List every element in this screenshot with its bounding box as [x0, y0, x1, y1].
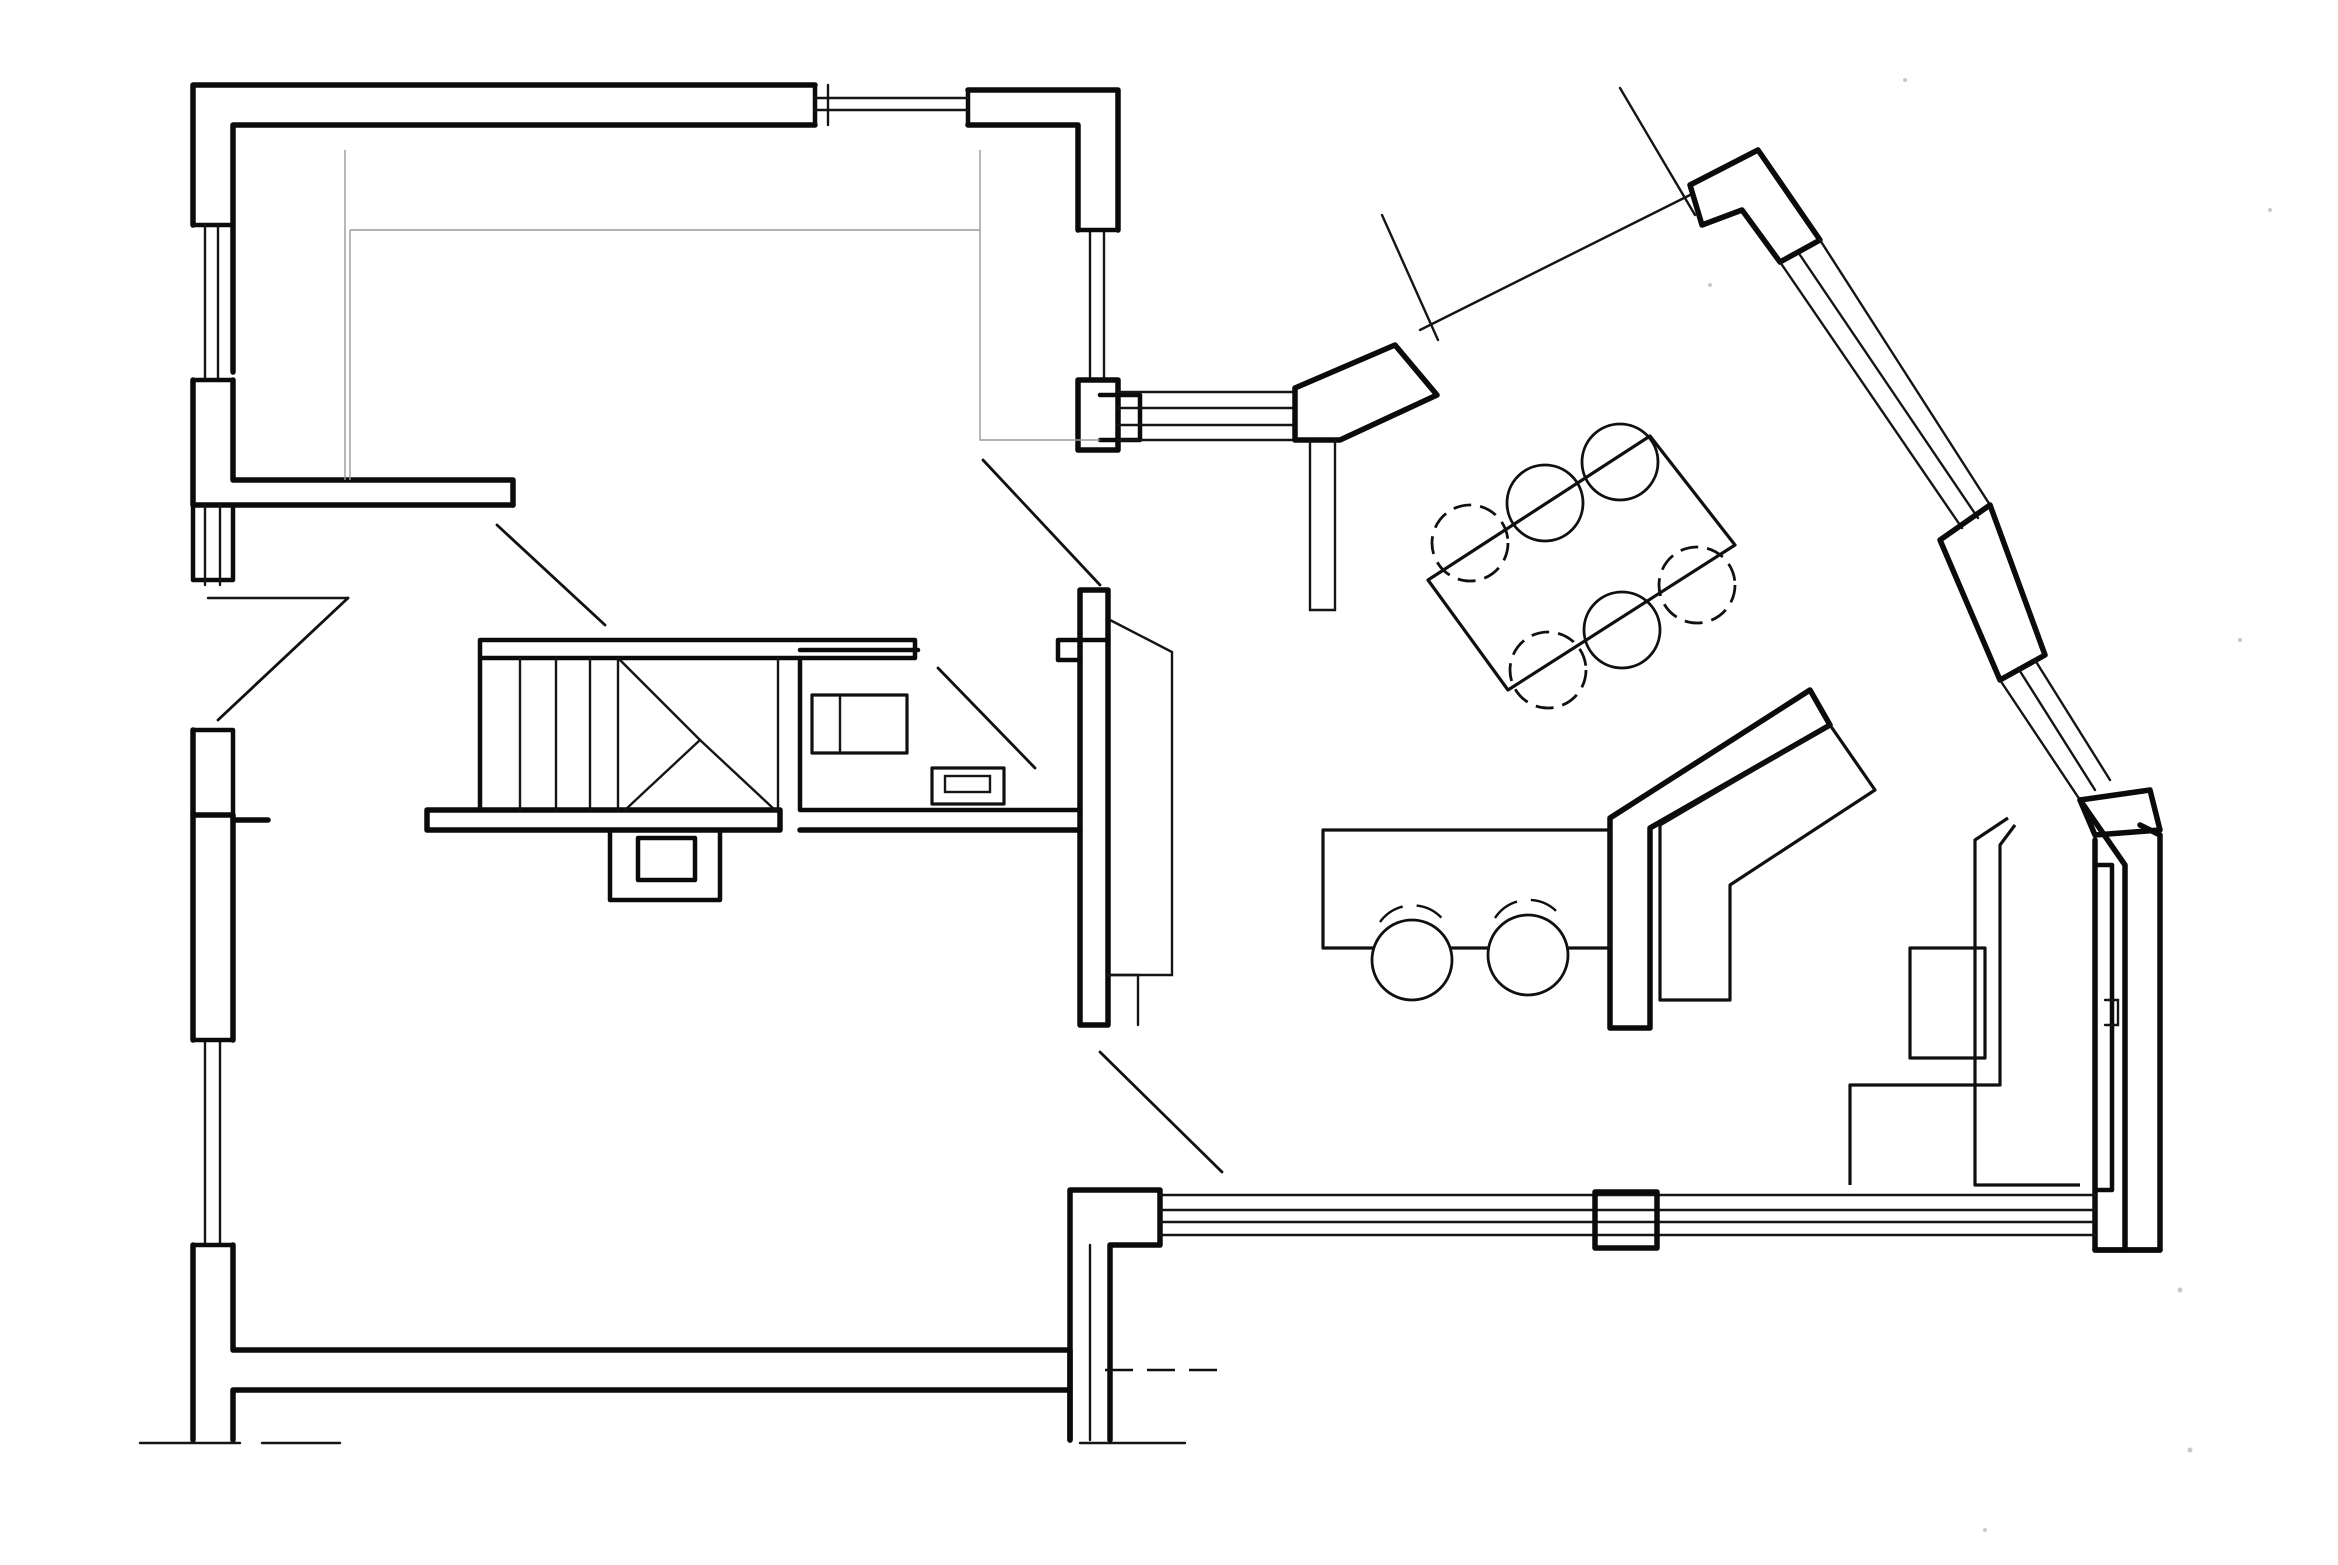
south-wall-inner: [230, 1242, 1073, 1443]
extension-corner-pier: [1292, 342, 1440, 443]
room-outline-north: [350, 229, 1100, 441]
extension-roof-line: [1418, 193, 1692, 332]
west-wall-upper-inner: [230, 377, 516, 508]
closet-door-swing: [936, 666, 1037, 770]
bar-stool-1-hidden: [1379, 904, 1446, 923]
east-wall-inner-trim: [2092, 862, 2115, 1193]
west-wall-lower: [138, 502, 1073, 1445]
island-back-wall: [1607, 687, 1833, 1031]
kitchen-counter-corner: [1848, 816, 2080, 1187]
stair-base-wall: [424, 807, 783, 833]
east-window-north-wing: [1088, 228, 1106, 382]
west-wall-jamb: [190, 727, 236, 818]
extension-section-line-right: [1618, 86, 1697, 217]
central-wall-pier: [1077, 587, 1111, 1028]
west-wall-stub-top: [190, 502, 236, 583]
south-east-walls: [1067, 1050, 1225, 1445]
entry-door-swing: [216, 596, 350, 722]
south-wall-outer: [230, 1387, 1073, 1443]
extension-section-line-left: [1380, 213, 1440, 342]
kitchen-island: [1321, 687, 1877, 1031]
kitchen-appliance: [1908, 946, 1987, 1060]
central-wall-cabinet: [1106, 618, 1174, 977]
stair-door-swing: [495, 523, 607, 627]
stair: [424, 523, 918, 903]
island-counter: [1658, 723, 1877, 1002]
west-wall-upper: [190, 377, 516, 508]
north-wall-inner: [230, 122, 818, 375]
closet-appliance: [810, 693, 909, 755]
breakfast-bar: [1321, 828, 1612, 950]
extension-east-glazing: [1778, 238, 2163, 838]
link-window: [1116, 390, 1297, 442]
east-wall-switch: [2103, 998, 2120, 1027]
north-wing-east-pier: [1075, 377, 1121, 453]
paper-specks: [1708, 78, 2272, 1532]
south-east-pier: [1067, 1187, 1163, 1443]
north-wing-walls: [190, 82, 1143, 508]
dining-chair-1: [1430, 503, 1510, 583]
north-wall-outer: [190, 82, 818, 228]
central-wall: [981, 458, 1174, 1028]
dining-chair-6: [1657, 545, 1737, 625]
bar-stool-2: [1486, 913, 1570, 997]
north-wall-inner-right: [965, 122, 1081, 233]
stair-landing-inner: [635, 835, 698, 883]
south-door-swing: [1098, 1050, 1224, 1174]
extension-post: [1308, 438, 1337, 612]
hall-door-swing: [981, 458, 1102, 587]
dining-table: [1426, 434, 1737, 692]
bar-stool-1: [1370, 918, 1454, 1002]
dining-chair-4: [1508, 630, 1588, 710]
central-wall-cabinet-base: [1106, 973, 1140, 1027]
south-glazing-mullion: [1592, 1189, 1660, 1251]
central-wall-nib: [1055, 637, 1111, 663]
stair-top-rail: [477, 637, 918, 661]
closet: [797, 647, 1083, 833]
closet-wall: [797, 655, 1083, 813]
dining-chair-5: [1582, 590, 1662, 670]
stair-winder-right: [698, 738, 777, 812]
west-window-mid: [203, 503, 222, 587]
stair-landing-box: [607, 827, 723, 903]
stair-winder-left: [616, 656, 702, 812]
west-window-top: [203, 223, 220, 382]
east-glazing-mullion: [1937, 502, 2048, 683]
extension-south-east-walls: [2077, 797, 2163, 1253]
bar-stool-2-hidden: [1493, 898, 1564, 919]
extension-north-corner: [1687, 147, 1823, 265]
east-wall-outer: [2122, 822, 2163, 1253]
dining-chair-3: [1580, 422, 1660, 502]
west-window-lower: [203, 1038, 222, 1247]
dining-set: [1426, 422, 1737, 710]
north-window: [813, 83, 970, 127]
closet-sink: [930, 766, 1006, 806]
east-glazing-mullion-2: [2077, 787, 2163, 838]
north-wall-outer-right: [965, 87, 1121, 233]
extension-south-glazing: [1158, 1189, 2097, 1251]
